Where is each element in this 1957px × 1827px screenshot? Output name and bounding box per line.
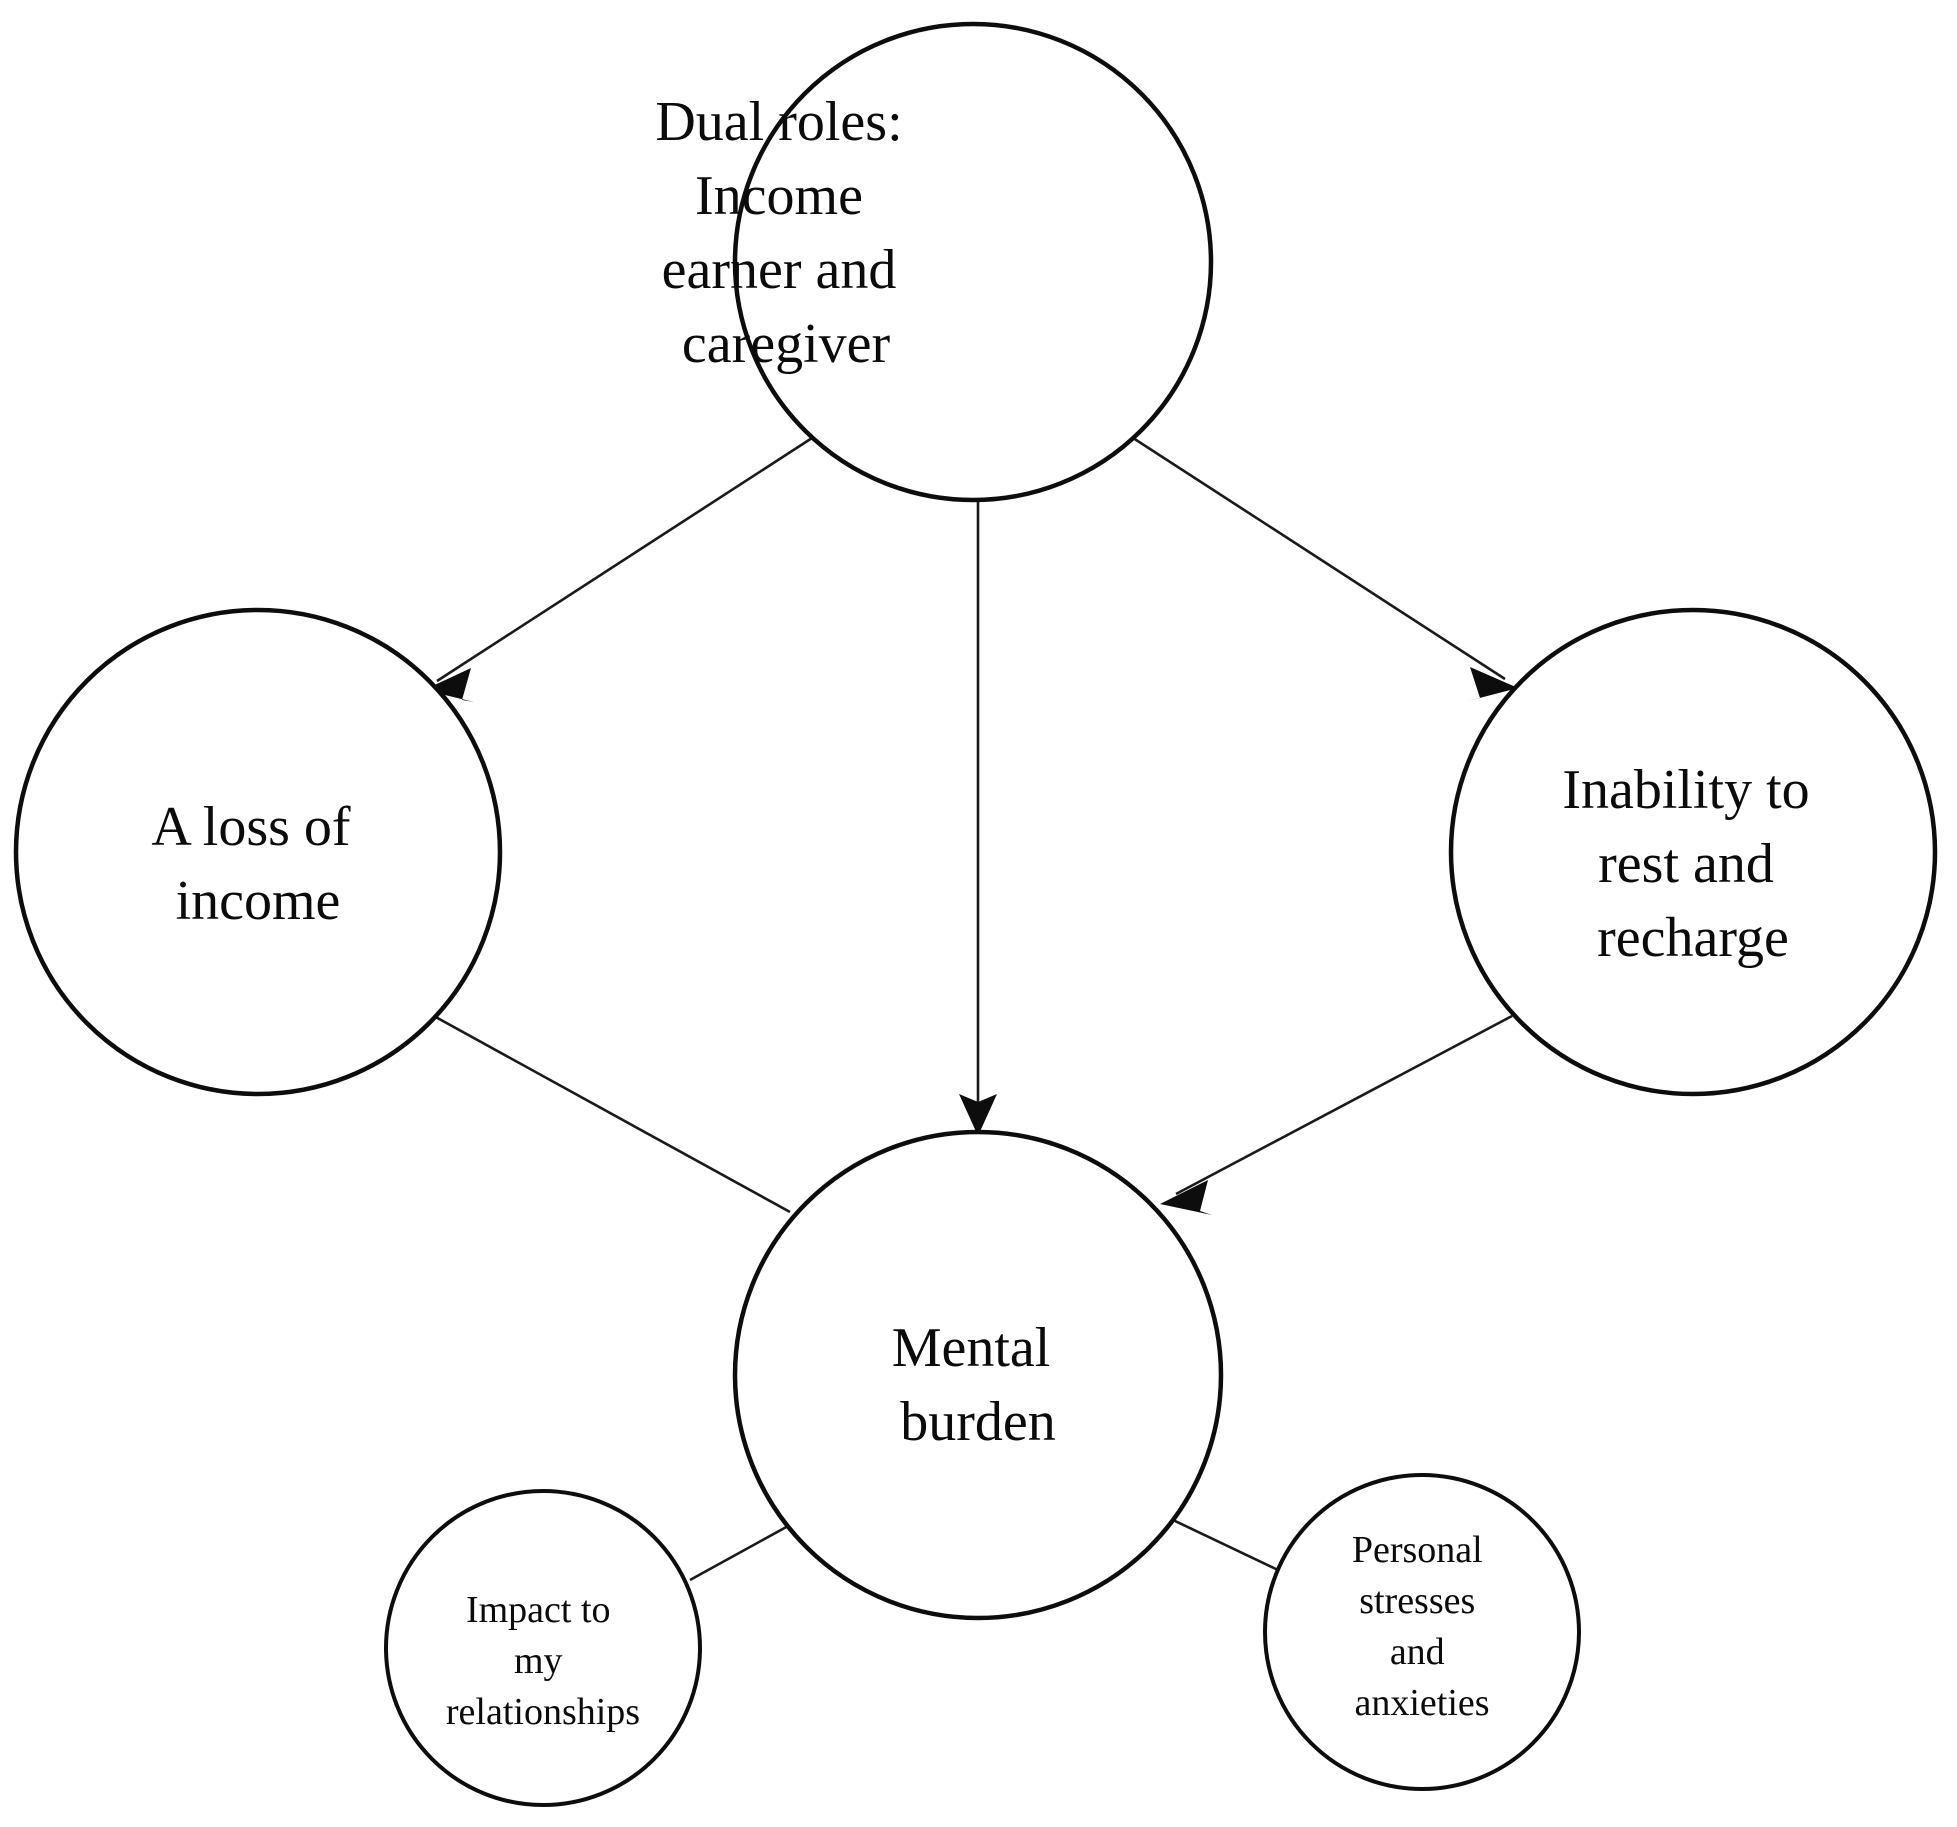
edge-layer: [424, 434, 1518, 1582]
edge-loss-of-income-to-mental-burden: [431, 1013, 791, 1214]
node-label-line: caregiver: [682, 313, 891, 375]
node-label-line: earner and: [662, 239, 897, 301]
edge-dual-roles-to-loss-of-income: [424, 436, 813, 702]
arrow-head-icon: [424, 668, 474, 702]
node-circle[interactable]: [732, 21, 1214, 503]
node-label-line: recharge: [1597, 907, 1789, 969]
node-label: Dual roles: Income earner and caregiver: [655, 91, 916, 375]
node-label-line: Dual roles:: [655, 91, 902, 153]
node-circle[interactable]: [1448, 607, 1938, 1097]
arrow-head-icon: [1468, 667, 1518, 701]
edge-line: [431, 1013, 791, 1214]
edge-dual-roles-to-inability-to-rest: [1129, 434, 1518, 701]
node-circle[interactable]: [384, 1489, 702, 1807]
node-label: A loss of income: [151, 796, 364, 932]
edge-mental-burden-to-impact-relationships: [689, 1518, 800, 1582]
edge-inability-to-rest-to-mental-burden: [1160, 1014, 1513, 1215]
node-label-line: and: [1390, 1631, 1445, 1673]
node-circle[interactable]: [13, 607, 503, 1097]
node-label-line: Mental: [892, 1317, 1051, 1379]
edge-line: [1129, 434, 1506, 681]
node-circle[interactable]: [732, 1129, 1224, 1621]
edge-dual-roles-to-mental-burden: [959, 500, 997, 1136]
node-label-line: stresses: [1359, 1580, 1475, 1622]
node-label-line: relationships: [446, 1691, 640, 1733]
arrow-head-icon: [959, 1094, 997, 1136]
edge-line: [436, 436, 813, 683]
node-label-line: Impact to: [466, 1589, 611, 1631]
node-label-line: burden: [900, 1391, 1056, 1453]
node-personal-stresses[interactable]: Personal stresses and anxieties: [1263, 1473, 1581, 1791]
edge-line: [1175, 1014, 1513, 1196]
node-label: Mental burden: [892, 1317, 1065, 1453]
node-label-line: Inability to: [1562, 759, 1809, 821]
node-label-line: anxieties: [1354, 1682, 1489, 1724]
node-impact-relationships[interactable]: Impact to my relationships: [384, 1489, 702, 1807]
node-label-line: rest and: [1598, 833, 1774, 895]
node-dual-roles[interactable]: Dual roles: Income earner and caregiver: [655, 21, 1214, 503]
node-circle[interactable]: [1263, 1473, 1581, 1791]
arrow-head-icon: [1160, 1180, 1212, 1215]
node-label-line: income: [176, 870, 341, 932]
node-label: Inability to rest and recharge: [1562, 759, 1823, 969]
node-label-line: A loss of: [151, 796, 350, 858]
node-loss-of-income[interactable]: A loss of income: [13, 607, 503, 1097]
node-label: Impact to my relationships: [446, 1589, 640, 1733]
node-mental-burden[interactable]: Mental burden: [732, 1129, 1224, 1621]
node-label-line: my: [514, 1640, 563, 1682]
node-label-line: Income: [695, 165, 863, 227]
node-label-line: Personal: [1352, 1529, 1483, 1571]
node-inability-to-rest[interactable]: Inability to rest and recharge: [1448, 607, 1938, 1097]
edge-line: [689, 1518, 800, 1582]
node-label: Personal stresses and anxieties: [1352, 1529, 1492, 1724]
